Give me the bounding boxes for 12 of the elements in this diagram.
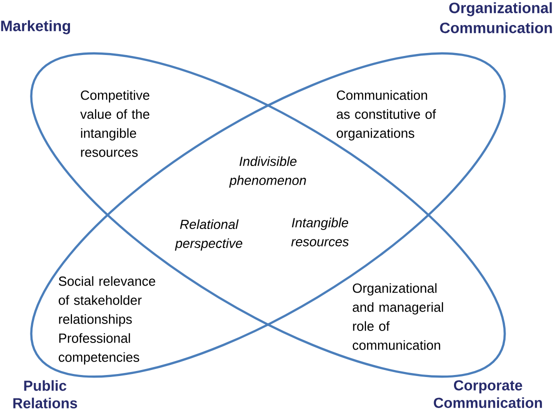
region-text: Organizational and managerial role of communication	[352, 283, 444, 350]
region-text: Competitive value of the intangible resources	[80, 90, 150, 157]
corner-heading: Marketing	[1, 20, 70, 34]
overlap-label: Indivisible phenomenon	[229, 156, 306, 188]
corner-heading: Public Relations	[13, 380, 78, 408]
corner-heading: Organizational Communication	[440, 2, 552, 34]
overlap-label: Intangible resources	[291, 218, 349, 246]
region-text: Communication as constitutive of organizations	[336, 90, 436, 140]
region-text: Professional competencies	[58, 333, 140, 364]
region-text: Social relevance of stakeholder relationships	[58, 276, 156, 326]
overlap-label: Relational perspective	[174, 219, 242, 251]
corner-heading: Corporate Communication	[434, 380, 542, 408]
